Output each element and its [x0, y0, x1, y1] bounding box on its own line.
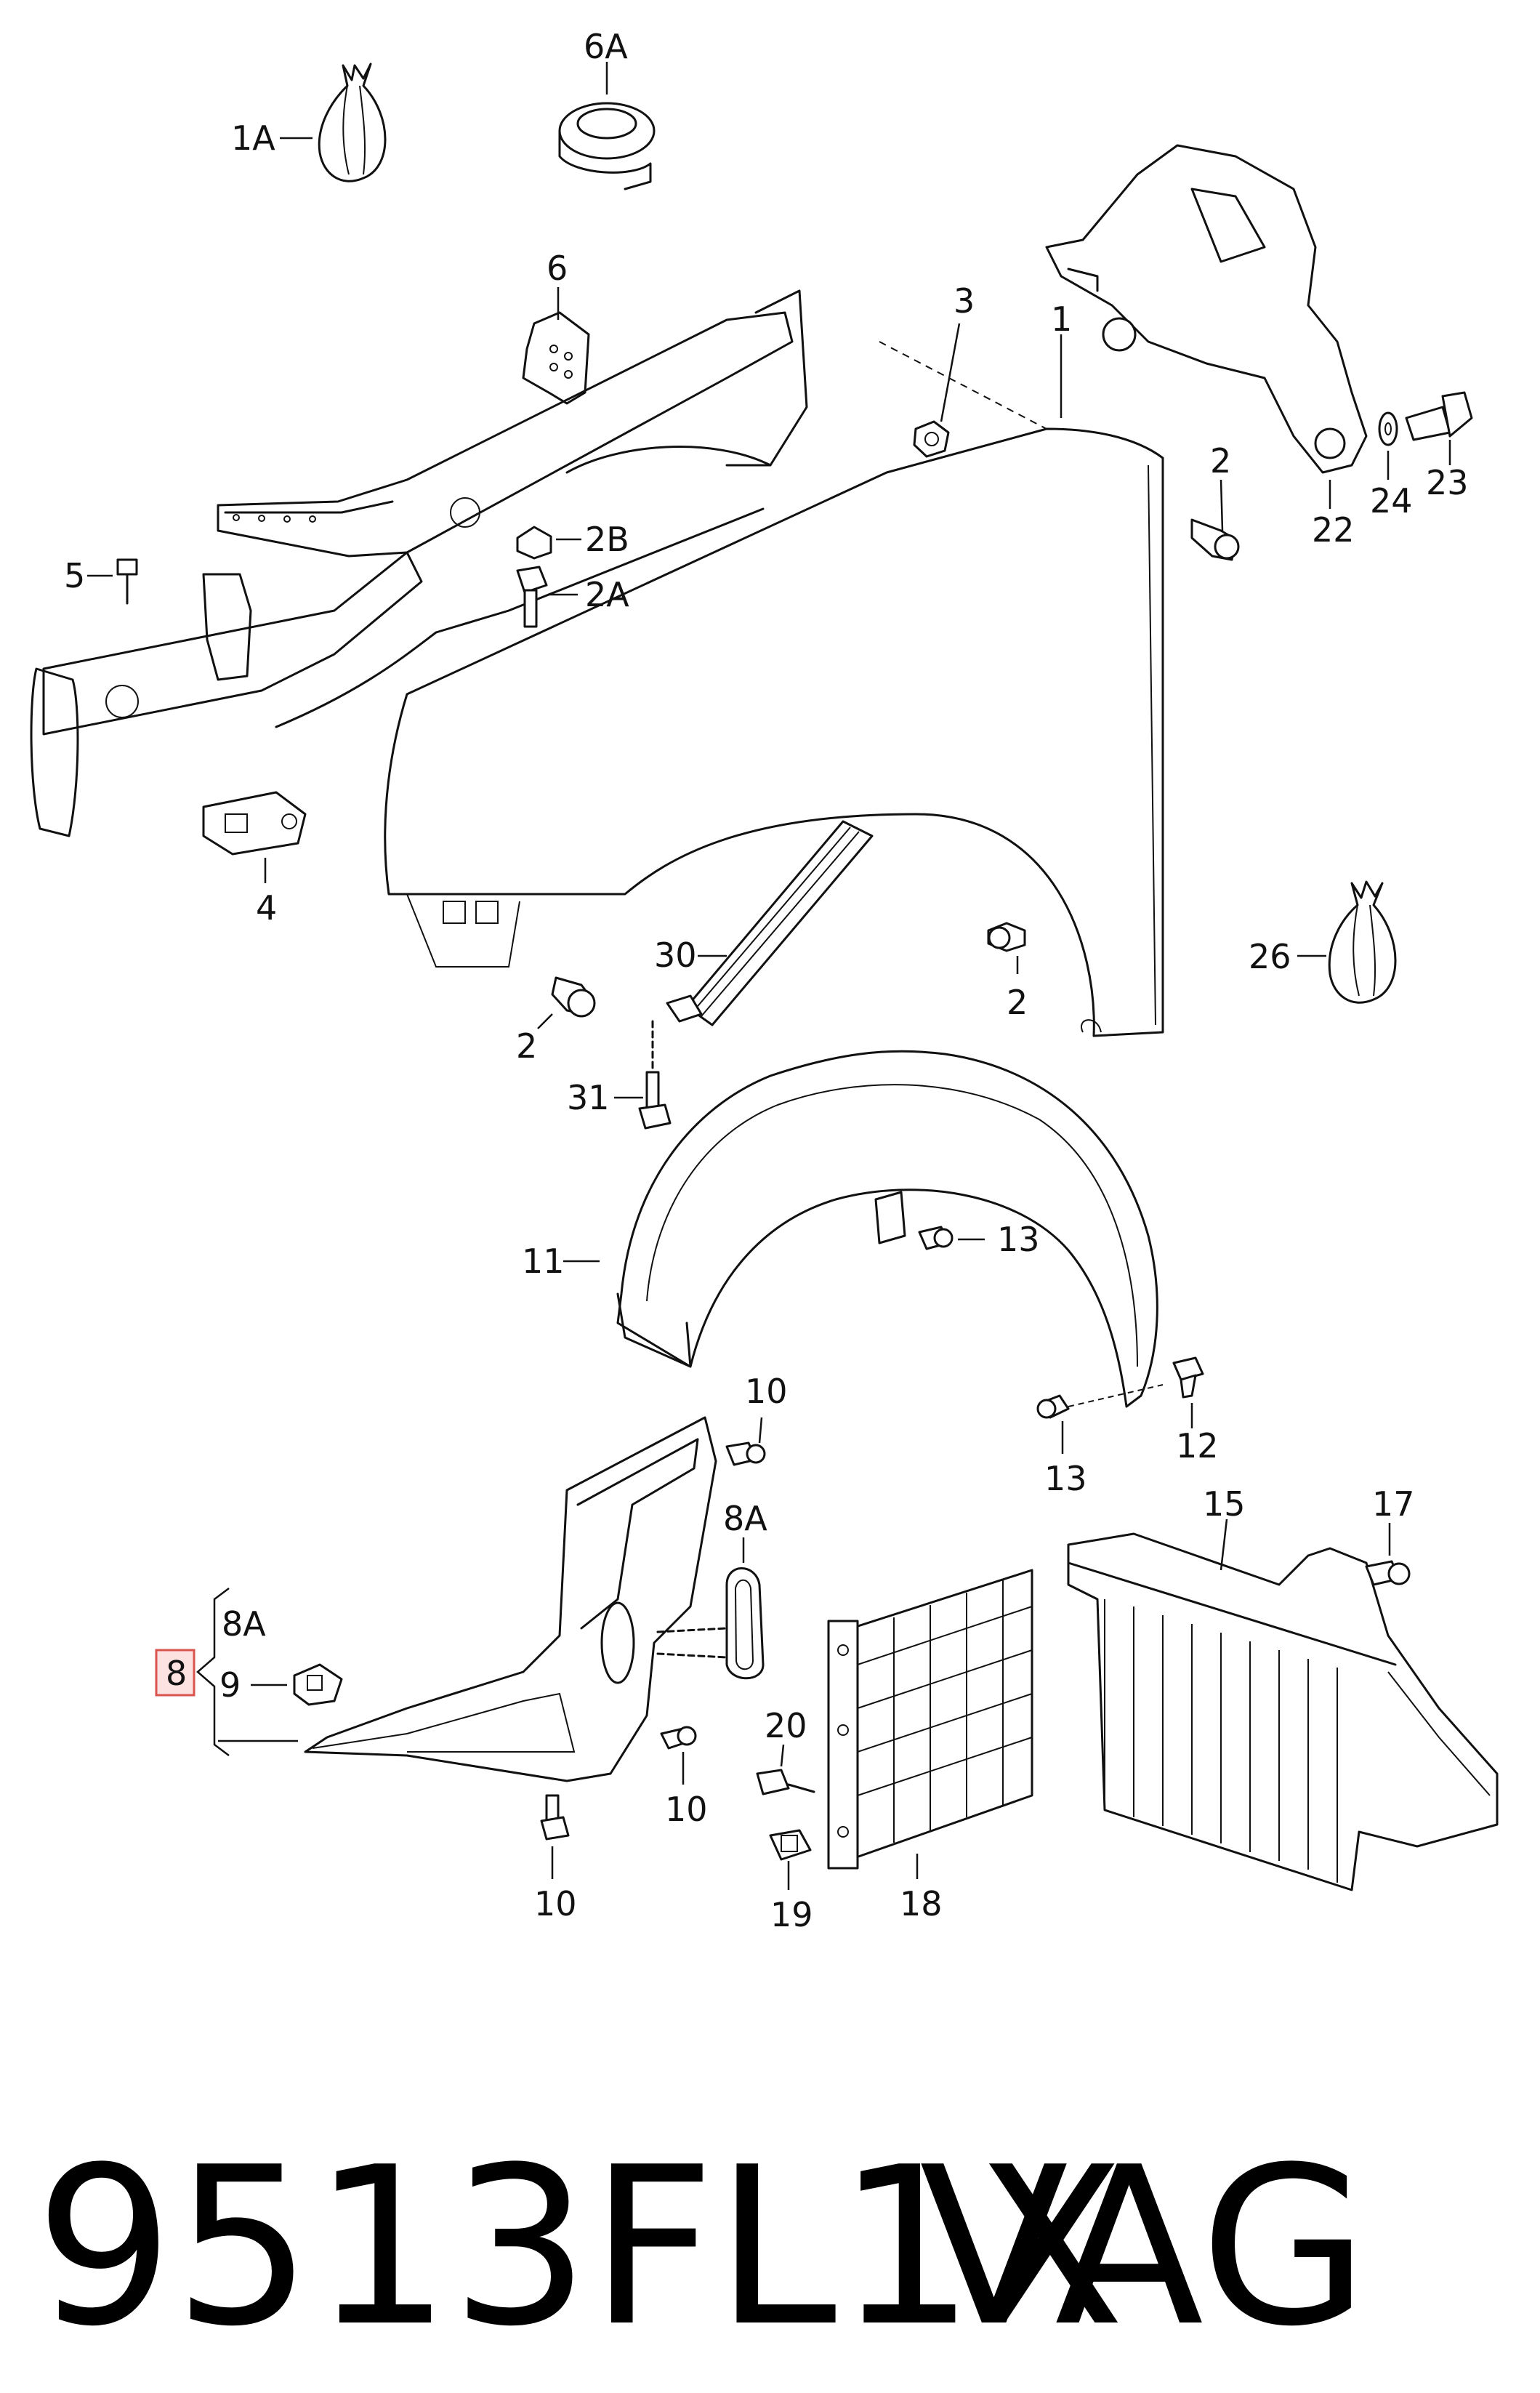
label-6: 6 [547, 249, 568, 288]
part-2a-bolt[interactable] [516, 566, 578, 628]
label-2a: 2A [585, 575, 629, 614]
part-22-mounting-bracket[interactable] [1045, 144, 1368, 509]
label-12: 12 [1176, 1426, 1219, 1465]
part-10-screw-a[interactable] [725, 1417, 766, 1466]
part-4-sensor[interactable] [202, 791, 307, 883]
part-10-screw-b[interactable] [660, 1726, 697, 1785]
label-19: 19 [770, 1895, 813, 1934]
label-26: 26 [1249, 937, 1291, 976]
part-20-screw[interactable] [756, 1744, 815, 1795]
label-20: 20 [765, 1706, 807, 1745]
label-2b: 2B [585, 520, 629, 559]
label-18: 18 [900, 1884, 943, 1923]
callout-bracket-8 [196, 1588, 298, 1756]
label-6a: 6A [584, 27, 628, 66]
brand-name: VAG [919, 2120, 1368, 2374]
footer: 9513FL1X VAG [35, 2120, 1368, 2374]
label-8: 8 [166, 1654, 187, 1693]
part-number: 9513FL1X [35, 2120, 1125, 2374]
label-10-c: 10 [534, 1884, 577, 1923]
label-3: 3 [954, 281, 975, 321]
label-10-a: 10 [745, 1372, 788, 1411]
front-frame-member [30, 289, 1047, 837]
label-10-b: 10 [665, 1790, 708, 1829]
label-2-upper: 2 [1210, 441, 1231, 480]
part-12-clip[interactable] [1172, 1356, 1204, 1428]
part-31-bolt[interactable] [614, 1020, 672, 1130]
part-17-screw[interactable] [1365, 1523, 1411, 1586]
label-5: 5 [64, 556, 85, 595]
label-15: 15 [1203, 1484, 1246, 1524]
part-6-bracket[interactable] [522, 287, 590, 405]
part-8a-seal-ring[interactable] [725, 1537, 765, 1680]
part-24-washer[interactable] [1378, 411, 1398, 480]
label-17: 17 [1372, 1484, 1415, 1524]
part-2-left-screw[interactable] [537, 976, 596, 1029]
part-30-seal-strip[interactable] [666, 820, 874, 1026]
part-11-wheel-housing-liner[interactable] [563, 1050, 1158, 1408]
part-3-nut[interactable] [913, 323, 961, 458]
label-1a: 1A [231, 118, 275, 158]
label-4: 4 [256, 888, 277, 928]
label-2-left: 2 [516, 1026, 537, 1066]
label-24: 24 [1370, 481, 1413, 520]
part-19-clip[interactable] [769, 1829, 812, 1890]
part-26-grease-pouch[interactable] [1297, 880, 1397, 1004]
label-13-a: 13 [997, 1220, 1040, 1259]
label-8a-bracket: 8A [222, 1604, 266, 1644]
label-22: 22 [1312, 510, 1355, 550]
part-2b-nut[interactable] [516, 526, 581, 560]
highlighted-callout-8[interactable]: 8 [155, 1649, 195, 1697]
label-23: 23 [1426, 463, 1469, 502]
label-8a-top: 8A [723, 1499, 767, 1538]
part-1-front-fender[interactable] [384, 334, 1164, 1037]
label-31: 31 [567, 1078, 610, 1117]
part-1a-grease-pouch[interactable] [280, 63, 387, 182]
part-15-deflector-shroud[interactable] [1067, 1519, 1499, 1891]
label-30: 30 [654, 936, 697, 975]
part-23-bolt[interactable] [1405, 391, 1473, 465]
part-13-screw-b[interactable] [1036, 1384, 1164, 1454]
part-2-upper-screw[interactable] [1190, 479, 1240, 561]
part-13-screw-a[interactable] [918, 1226, 985, 1250]
label-1: 1 [1051, 299, 1072, 339]
part-5-screw[interactable] [87, 558, 138, 605]
part-18-auxiliary-radiator[interactable] [827, 1569, 1033, 1879]
part-10-screw-c[interactable] [540, 1794, 570, 1879]
part-8-air-duct[interactable] [304, 1416, 728, 1782]
label-2-right: 2 [1007, 983, 1028, 1022]
part-9-clip-nut[interactable] [251, 1663, 343, 1706]
label-11: 11 [522, 1242, 565, 1281]
label-9: 9 [219, 1665, 241, 1705]
part-2-right-screw[interactable] [987, 922, 1026, 974]
part-6a-tape-roll[interactable] [558, 62, 656, 190]
label-13-b: 13 [1044, 1459, 1087, 1498]
